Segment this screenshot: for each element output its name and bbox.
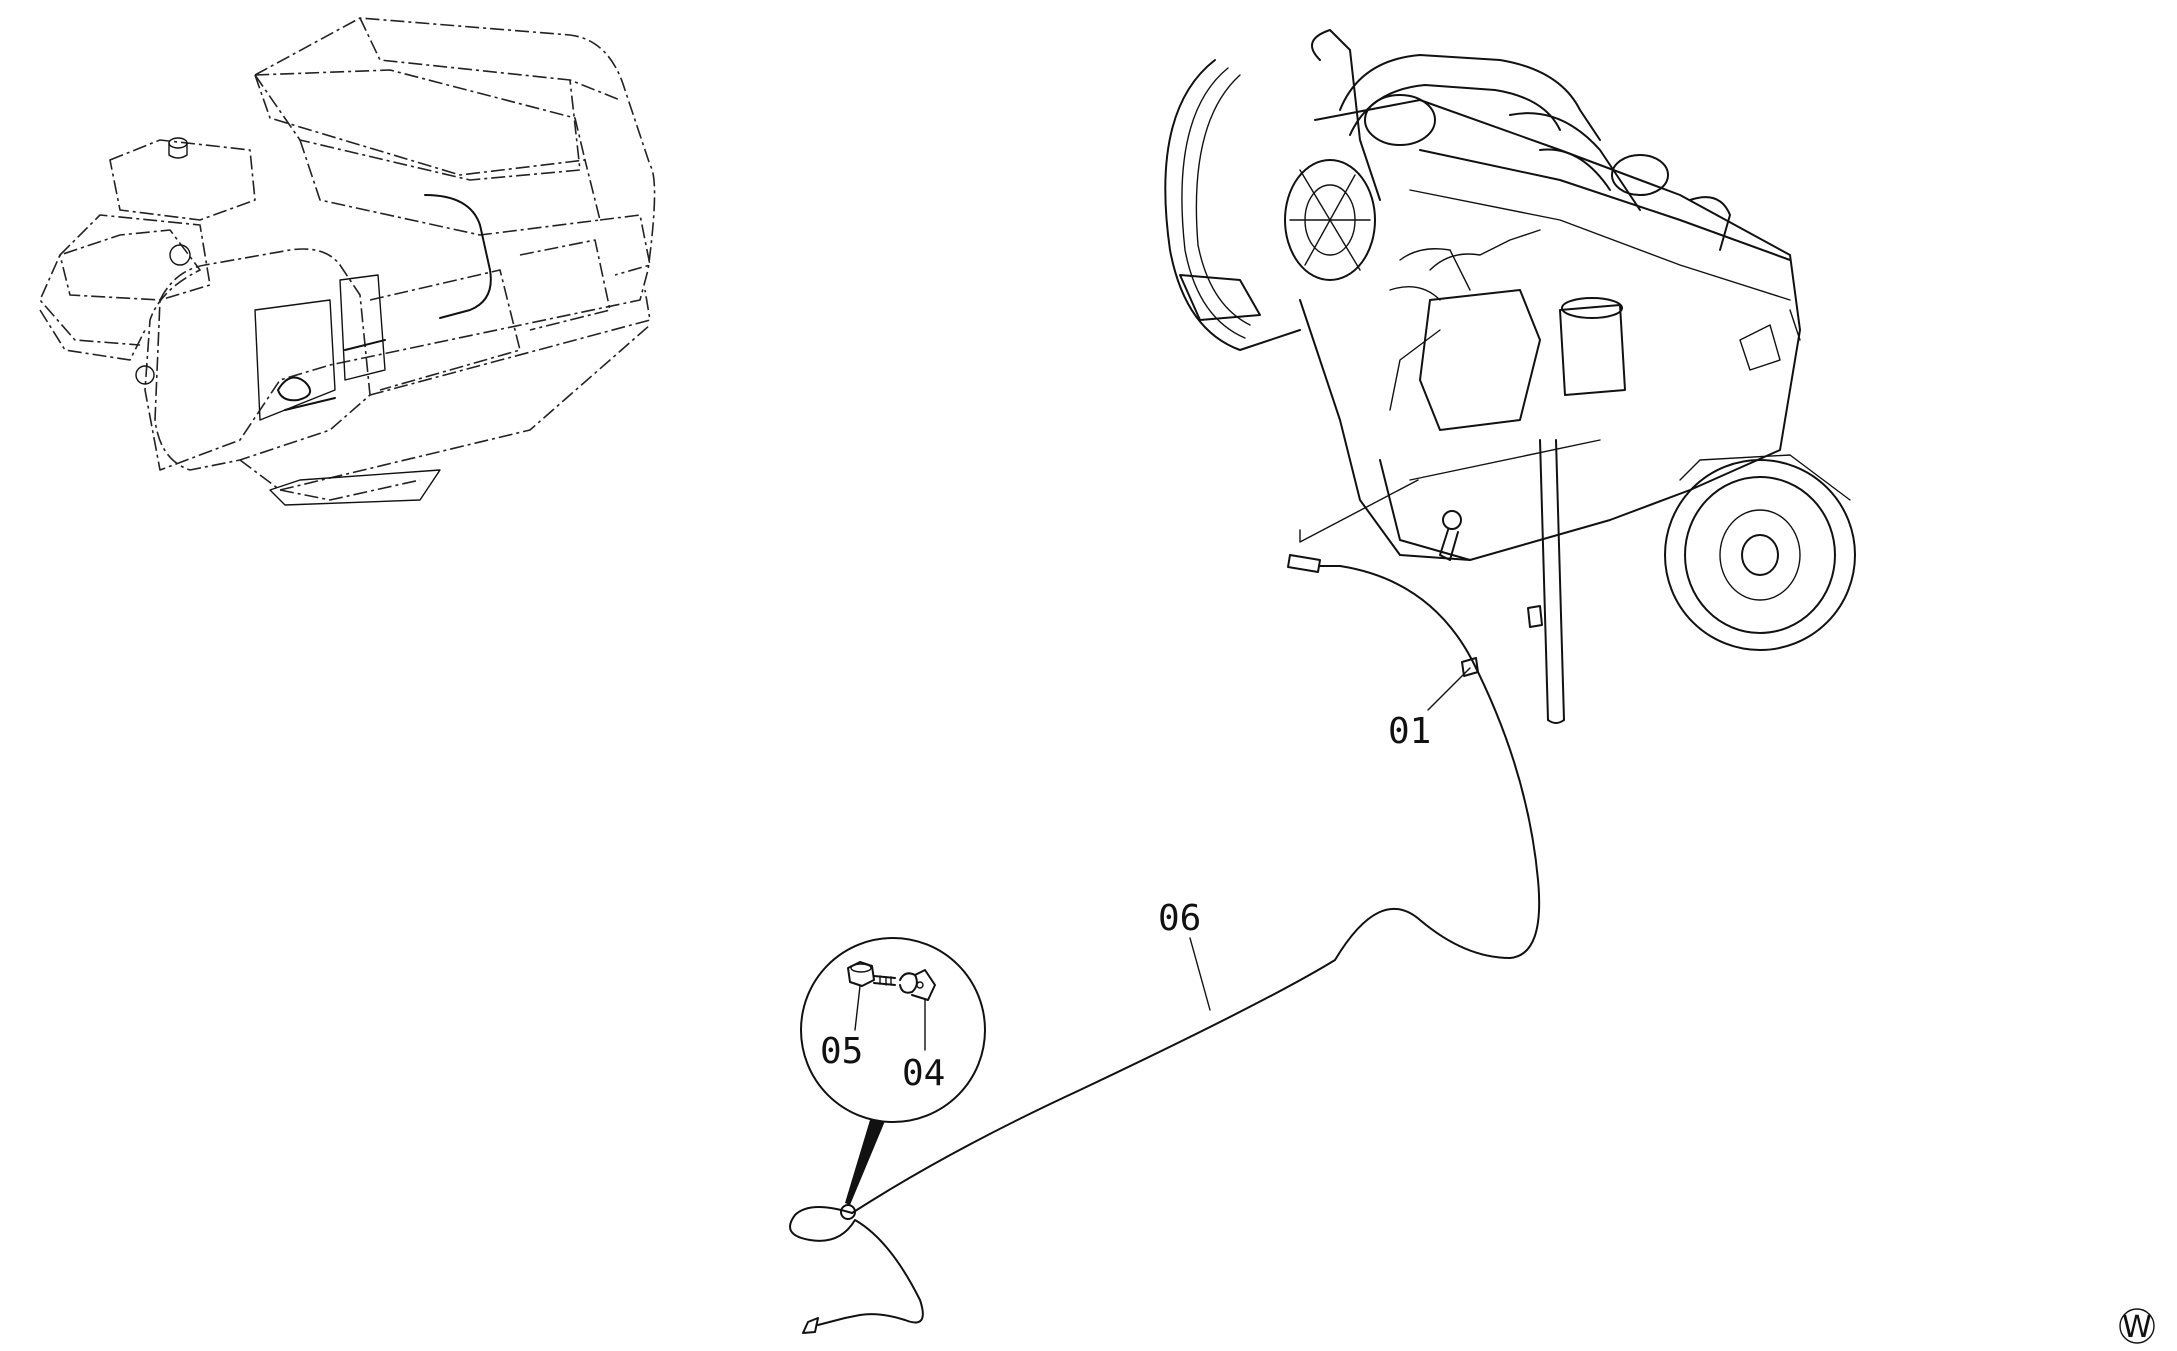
corner-mark: W xyxy=(2119,1308,2155,1345)
callout-06-leader xyxy=(1189,937,1211,1011)
callout-04: 04 xyxy=(902,1053,945,1094)
clip-part xyxy=(899,969,936,1001)
cable-loop xyxy=(789,1206,924,1324)
detail-pointer xyxy=(845,1120,885,1205)
callout-01: 01 xyxy=(1388,711,1431,752)
detail-inset xyxy=(800,937,986,1205)
callout-06: 06 xyxy=(1158,898,1201,939)
bolt-part xyxy=(847,961,896,987)
callout-05: 05 xyxy=(820,1031,863,1072)
throttle-cable xyxy=(851,565,1541,1214)
corner-mark-letter: W xyxy=(2122,1310,2152,1345)
cable-assembly xyxy=(789,479,1541,1334)
excavator-overview xyxy=(39,17,656,506)
callout-01-leader xyxy=(1427,667,1471,711)
cable-clamp xyxy=(1461,657,1479,677)
cable-end-fitting xyxy=(1287,554,1321,573)
detail-circle xyxy=(800,937,986,1123)
engine-assembly xyxy=(1164,29,1856,724)
cable-leader-line xyxy=(1299,479,1419,543)
junction-clamp xyxy=(840,1204,856,1220)
control-knob xyxy=(817,1317,846,1326)
